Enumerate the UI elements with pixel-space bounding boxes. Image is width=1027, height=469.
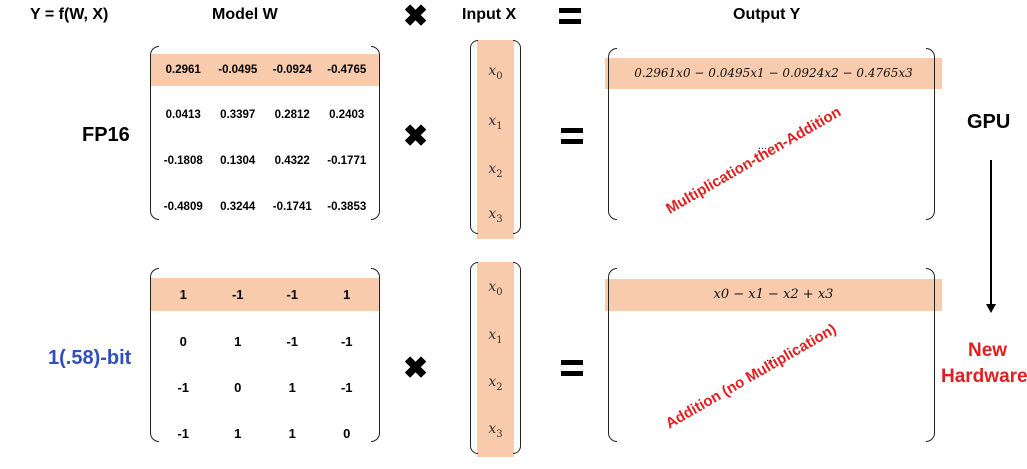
ellipsis: ... [766, 352, 776, 364]
vector-entry: x3 [488, 421, 503, 440]
matrix-row: -0.1808 0.1304 0.4322 -0.1771 [156, 146, 374, 176]
vector-entry: x0 [488, 63, 503, 82]
matrix-row: -0.4809 0.3244 -0.1741 -0.3853 [156, 192, 374, 222]
model-w-heading: Model W [212, 6, 278, 23]
row-label-fp16: FP16 [82, 124, 130, 146]
matrix-cell: -0.0495 [218, 64, 258, 76]
matrix-cell: -0.4809 [163, 201, 203, 213]
matrix-cell: 1 [179, 287, 187, 302]
down-arrow-icon [990, 160, 992, 306]
matrix-cell: -0.1808 [163, 155, 203, 167]
matrix-cell: -1 [340, 379, 353, 395]
matrix-cell: -1 [340, 333, 353, 349]
equals-icon [561, 128, 583, 150]
matrix-cell: 0 [179, 333, 187, 349]
matrix-row-highlight [150, 54, 379, 86]
matrix-cell: 0 [234, 379, 242, 395]
matrix-cell: 0.1304 [220, 155, 256, 167]
matrix-cell: 1 [343, 287, 351, 302]
output-y-heading: Output Y [733, 6, 801, 23]
input-x-heading: Input X [462, 6, 517, 23]
matrix-row: 0 1 -1 -1 [156, 325, 374, 357]
matrix-cell: 0.3244 [220, 201, 256, 213]
matrix-cell: -0.0924 [272, 64, 312, 76]
matrix-cell: -1 [177, 379, 190, 395]
matrix-cell: 0.4322 [274, 155, 310, 167]
multiplication-then-addition-note: Multiplication-then-Addition [663, 103, 845, 218]
matrix-cell: -0.3853 [327, 201, 367, 213]
output-row-highlight [605, 279, 942, 311]
matrix-cell: -1 [286, 333, 299, 349]
vector-entry: x0 [488, 279, 503, 298]
matrix-cell: -0.1771 [327, 155, 367, 167]
equals-icon [559, 8, 581, 30]
matrix-row: 1 -1 -1 1 [156, 278, 374, 311]
ellipsis: ... [758, 140, 768, 152]
weight-matrix-fp16: 0.2961 -0.0495 -0.0924 -0.4765 0.0413 0.… [156, 54, 374, 226]
new-hardware-label-1: New [968, 340, 1008, 361]
equals-icon [561, 360, 583, 382]
formula-label: Y = f(W, X) [30, 6, 109, 23]
vector-entry: x3 [488, 206, 503, 225]
vector-entry: x2 [488, 161, 503, 180]
output-expression-ternary: x0 − x1 − x2 + x3 [713, 287, 834, 302]
vector-entry: x1 [488, 113, 503, 132]
matrix-cell: 0.2961 [165, 64, 201, 76]
vector-bracket-right [513, 262, 521, 454]
matrix-cell: -1 [286, 287, 299, 302]
vector-entry: x2 [488, 374, 503, 393]
input-vector-highlight [477, 40, 514, 239]
vector-entry: x1 [488, 327, 503, 346]
matrix-row: -1 0 1 -1 [156, 371, 374, 403]
input-vector-fp16: x0 x1 x2 x3 [477, 40, 514, 239]
matrix-cell: 0.3397 [220, 109, 256, 121]
new-hardware-label-2: Hardware [941, 366, 1027, 387]
matrix-cell: 1 [234, 333, 242, 349]
gpu-label: GPU [967, 111, 1011, 133]
arrow-head-icon [986, 304, 996, 313]
times-icon: ✖ [403, 0, 429, 33]
row-label-ternary: 1(.58)-bit [48, 347, 132, 369]
times-icon: ✖ [403, 352, 429, 385]
matrix-row: -1 1 1 0 [156, 417, 374, 449]
matrix-row: 0.0413 0.3397 0.2812 0.2403 [156, 100, 374, 130]
addition-no-multiplication-note: Addition (no Multiplication) [662, 320, 840, 433]
vector-bracket-right [513, 40, 521, 234]
matrix-cell: 0.0413 [165, 109, 201, 121]
matrix-cell: -0.1741 [272, 201, 312, 213]
matrix-cell: 0.2403 [329, 109, 365, 121]
output-row-highlight [605, 58, 942, 89]
matrix-cell: 1 [288, 425, 296, 441]
matrix-row-highlight [150, 278, 379, 311]
matrix-cell: -1 [231, 287, 244, 302]
output-expression-fp16: 0.2961x0 − 0.0495x1 − 0.0924x2 − 0.4765x… [634, 66, 913, 80]
matrix-cell: -1 [177, 425, 190, 441]
matrix-cell: -0.4765 [327, 64, 367, 76]
matrix-cell: 0 [343, 425, 351, 441]
input-vector-highlight [477, 262, 514, 457]
matrix-cell: 1 [288, 379, 296, 395]
weight-matrix-ternary: 1 -1 -1 1 0 1 -1 -1 -1 0 1 -1 -1 1 1 0 [156, 278, 374, 450]
times-icon: ✖ [403, 120, 429, 153]
matrix-cell: 0.2812 [274, 109, 310, 121]
matrix-cell: 1 [234, 425, 242, 441]
matrix-row: 0.2961 -0.0495 -0.0924 -0.4765 [156, 54, 374, 86]
input-vector-ternary: x0 x1 x2 x3 [477, 262, 514, 457]
